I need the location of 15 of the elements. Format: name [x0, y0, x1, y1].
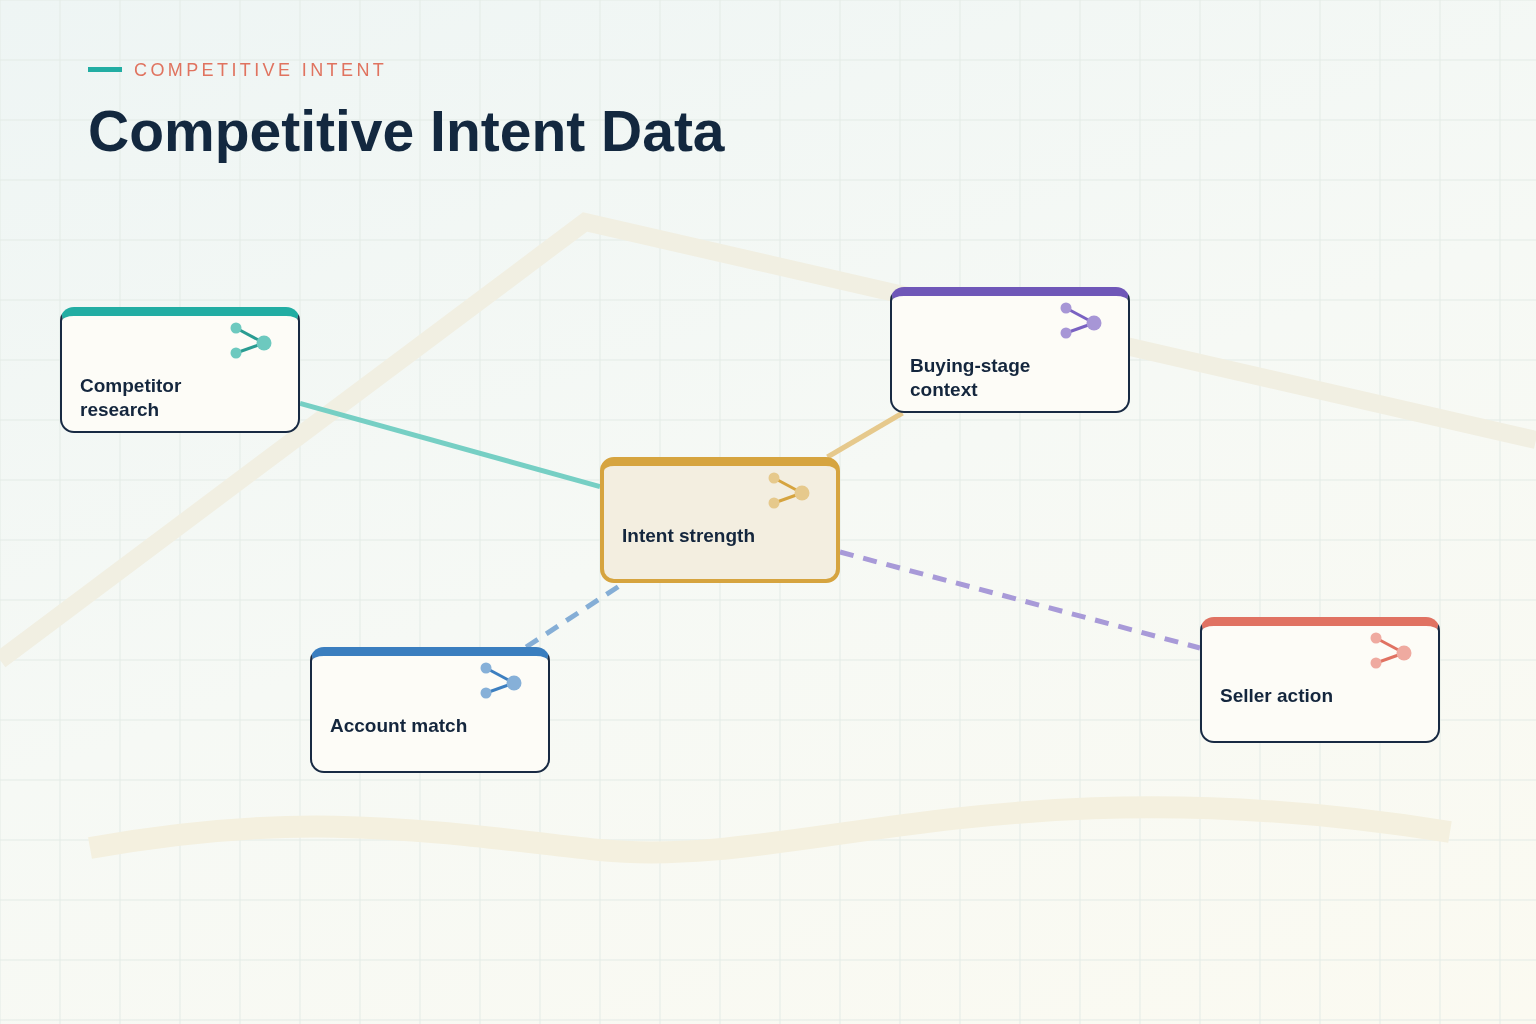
- card: [310, 647, 550, 773]
- page-title: Competitive Intent Data: [88, 98, 725, 164]
- card-label: Competitor research: [80, 374, 183, 422]
- highlighted-card: [600, 457, 840, 583]
- card-label: Intent strength: [622, 524, 756, 548]
- card: [890, 287, 1130, 413]
- connector: [826, 410, 904, 460]
- card: [1200, 617, 1440, 743]
- card-label: Buying-stage context: [910, 354, 1032, 402]
- card-label: Account match: [330, 714, 469, 738]
- card-label: Seller action: [1220, 684, 1334, 708]
- card: [60, 307, 300, 433]
- eyebrow-label: COMPETITIVE INTENT: [134, 60, 388, 81]
- dashed-connector: [839, 549, 1201, 651]
- connector: [299, 400, 601, 490]
